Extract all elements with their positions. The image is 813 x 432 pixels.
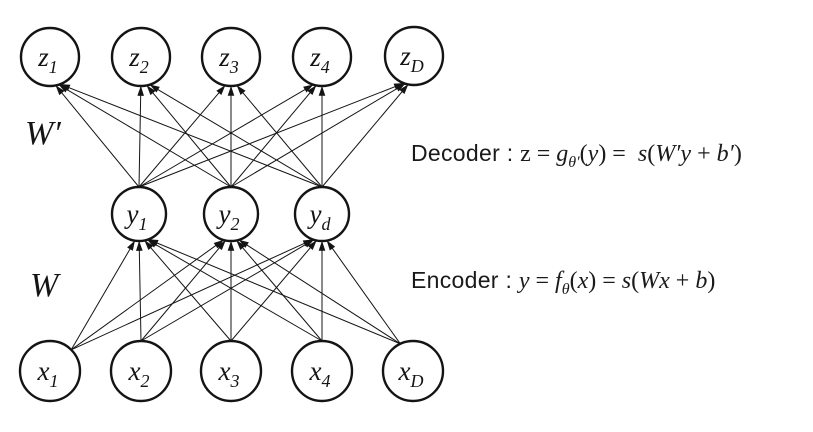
node-z1-label: z1: [37, 42, 58, 77]
edge-y1-z3: [138, 85, 226, 188]
equation-segment: θ′: [568, 154, 580, 171]
edge-yd-z2: [149, 84, 323, 188]
node-x1-circle: [18, 339, 82, 403]
node-yd-label: yd: [307, 199, 332, 234]
node-x4-circle: [290, 339, 354, 403]
equation-segment: y: [518, 268, 530, 294]
edge-x2-yd: [140, 239, 315, 342]
edge-yd-z3: [236, 85, 323, 188]
node-z3-label: z3: [218, 42, 239, 77]
equation-segment: Encoder :: [411, 267, 519, 293]
equation-segment: Wx: [639, 268, 670, 294]
equation-segment: Decoder :: [411, 140, 521, 166]
equation-segment: b: [695, 268, 708, 294]
equation-segment: +: [669, 268, 696, 294]
node-z2-label: z2: [128, 42, 149, 77]
node-y2-label: y2: [216, 199, 240, 234]
edge-xD-y1: [148, 238, 401, 345]
equation-segment: (: [647, 141, 656, 167]
equation-segment: (: [579, 141, 588, 167]
edge-xD-y2: [238, 239, 401, 345]
node-x1-label: x1: [37, 356, 59, 391]
node-zD-label: zD: [399, 41, 424, 76]
edge-yd-zD: [321, 84, 409, 188]
equation-segment: g: [556, 141, 569, 167]
equation-segment: b′: [716, 141, 734, 167]
edge-x2-y2: [140, 240, 226, 342]
equation-segment: x: [577, 268, 589, 294]
node-zD-circle: [383, 25, 445, 87]
edge-x4-y1: [146, 239, 323, 342]
node-y2-circle: [202, 185, 260, 243]
edge-x3-y1: [144, 240, 232, 342]
node-xD-circle: [381, 339, 445, 403]
node-z3-circle: [200, 26, 262, 88]
edge-x3-yd: [230, 240, 317, 342]
equation-segment: ) =: [598, 141, 638, 167]
edge-x2-y1: [136, 240, 143, 342]
edge-y2-zD: [230, 83, 406, 188]
edge-x1-yd: [71, 238, 314, 351]
equation-segment: ): [733, 141, 742, 167]
node-x3-circle: [199, 339, 263, 403]
equation-segment: =: [529, 268, 556, 294]
node-yd-circle: [293, 185, 351, 243]
equation-segment: (: [631, 268, 640, 294]
edge-y1-zD: [138, 82, 405, 188]
edge-x1-y2: [70, 239, 224, 351]
edge-yd-z1: [59, 83, 323, 188]
edge-y1-z4: [138, 84, 314, 188]
node-z2-circle: [110, 26, 172, 88]
equation-encoder: Encoder : y = fθ(x) = s(Wx + b): [411, 265, 715, 305]
edge-y1-z2: [137, 85, 144, 188]
edge-y2-z1: [58, 84, 232, 188]
equation-segment: (: [569, 268, 578, 294]
node-y1-circle: [110, 185, 168, 243]
equation-segment: z =: [520, 141, 557, 167]
edge-y2-z4: [230, 85, 317, 188]
edge-y1-z1: [55, 85, 140, 188]
equation-segment: s: [637, 141, 648, 167]
node-y1-label: y1: [124, 199, 148, 234]
equation-decoder: Decoder : z = gθ′(y) = s(W′y + b′): [411, 138, 742, 178]
equation-segment: s: [621, 268, 632, 294]
node-x2-label: x2: [128, 356, 150, 391]
edges-group: [55, 82, 409, 351]
weight-label-w-prime: W′: [25, 115, 61, 152]
edge-xD-yd: [326, 240, 401, 345]
node-z4-label: z4: [309, 42, 330, 77]
node-x4-label: x4: [309, 356, 331, 391]
node-z4-circle: [291, 26, 353, 88]
equation-segment: ): [707, 268, 716, 294]
edge-x4-y2: [236, 240, 323, 342]
edge-x1-y1: [70, 240, 136, 351]
equation-segment: W′y: [655, 141, 692, 167]
equation-segment: y: [587, 141, 599, 167]
weight-label-w: W: [30, 267, 59, 304]
equation-segment: ) =: [588, 268, 622, 294]
node-z1-circle: [19, 26, 81, 88]
nodes-group: [18, 25, 445, 403]
node-x2-circle: [109, 339, 173, 403]
node-xD-label: xD: [398, 356, 424, 391]
node-x3-label: x3: [218, 356, 240, 391]
node-labels-group: z1 z2 z3 z4 zD y1 y2 yd x1 x2 x3 x4 xD: [37, 41, 424, 391]
equation-segment: f: [555, 268, 562, 294]
equation-segment: +: [691, 141, 717, 167]
edge-y2-z2: [146, 85, 232, 188]
equation-segment: θ: [561, 281, 570, 298]
